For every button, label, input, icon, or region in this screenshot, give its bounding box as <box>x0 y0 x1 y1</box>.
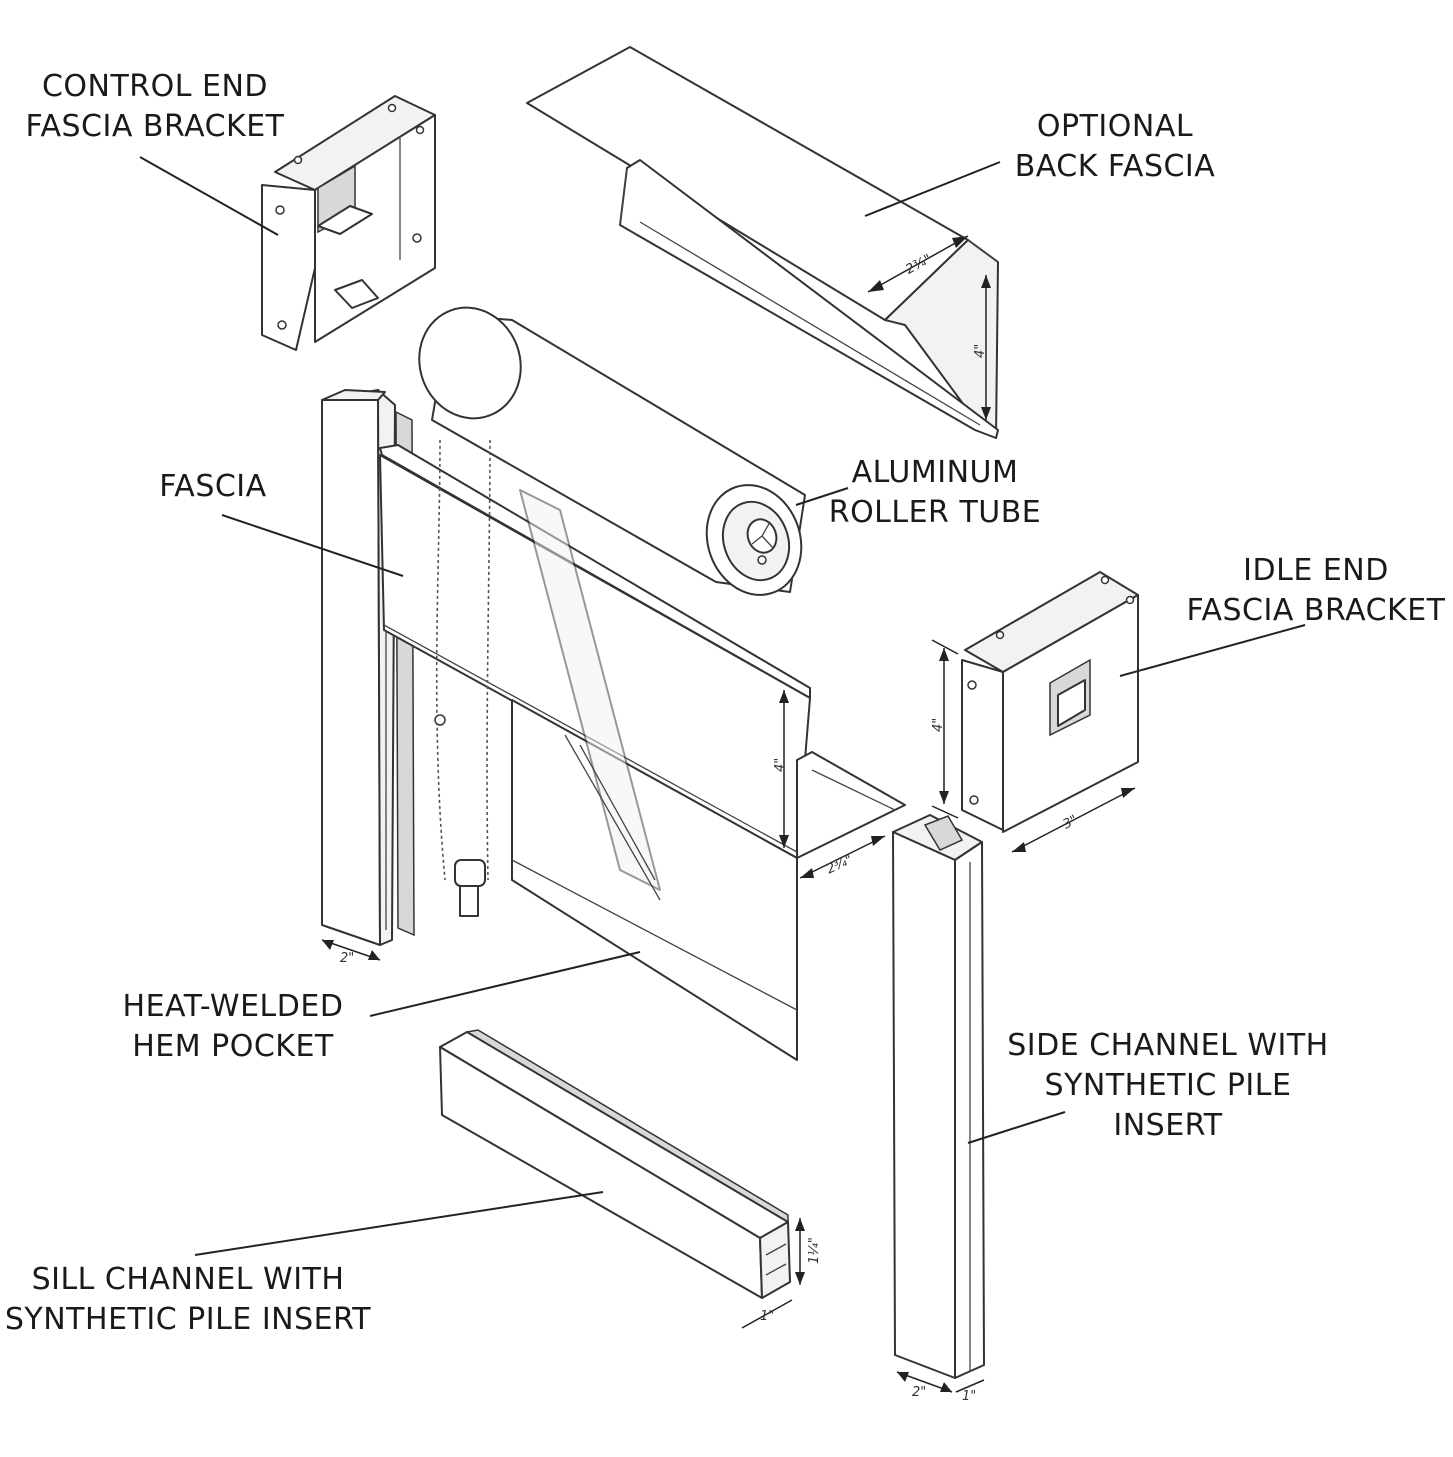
label-line: FASCIA BRACKET <box>1186 593 1445 628</box>
idle-end-bracket: 4" 3" <box>931 571 1139 853</box>
right-side-channel: 2" 1" <box>892 814 985 1404</box>
front-fascia-depth-dim: 2¾" <box>824 852 855 877</box>
label-control-end-bracket: CONTROL END FASCIA BRACKET <box>25 69 284 144</box>
label-back-fascia: OPTIONAL BACK FASCIA <box>1015 109 1216 184</box>
shade-fabric <box>511 489 798 1061</box>
label-line: IDLE END <box>1243 553 1389 588</box>
sill-height-dim: 1¼" <box>807 1237 822 1264</box>
leader-lines <box>139 156 1306 1256</box>
label-line: ALUMINUM <box>852 455 1019 490</box>
label-line: HEM POCKET <box>132 1029 334 1064</box>
back-fascia: 2¾" 4" <box>526 46 999 439</box>
sill-width-dim: 1" <box>760 1309 774 1324</box>
label-line: SIDE CHANNEL WITH <box>1007 1028 1329 1063</box>
roller-tube <box>418 306 806 596</box>
label-side-channel: SIDE CHANNEL WITH SYNTHETIC PILE INSERT <box>1007 1028 1329 1143</box>
idle-bracket-height-dim: 4" <box>931 718 946 732</box>
ball-chain <box>434 439 491 917</box>
label-hem-pocket: HEAT-WELDED HEM POCKET <box>123 989 344 1064</box>
label-idle-end-bracket: IDLE END FASCIA BRACKET <box>1186 553 1445 628</box>
front-fascia-dims: 4" 2¾" <box>773 690 906 879</box>
label-fascia: FASCIA <box>159 469 266 504</box>
control-end-bracket <box>261 95 436 351</box>
label-roller-tube: ALUMINUM ROLLER TUBE <box>829 455 1042 530</box>
label-line: INSERT <box>1113 1108 1222 1143</box>
label-line: BACK FASCIA <box>1015 149 1216 184</box>
label-line: OPTIONAL <box>1037 109 1193 144</box>
label-line: CONTROL END <box>42 69 268 104</box>
label-line: SYNTHETIC PILE INSERT <box>5 1302 371 1337</box>
label-line: HEAT-WELDED <box>123 989 344 1024</box>
label-line: FASCIA <box>159 469 266 504</box>
label-line: SILL CHANNEL WITH <box>32 1262 345 1297</box>
back-fascia-height-dim: 4" <box>973 344 988 358</box>
label-line: FASCIA BRACKET <box>25 109 284 144</box>
idle-bracket-depth-dim: 3" <box>1061 813 1081 833</box>
left-channel-width-dim: 2" <box>340 951 354 966</box>
label-sill-channel: SILL CHANNEL WITH SYNTHETIC PILE INSERT <box>5 1262 371 1337</box>
side-channel-depth-dim: 1" <box>962 1389 976 1404</box>
sill-channel: 1¼" 1" <box>439 1029 822 1329</box>
front-fascia-height-dim: 4" <box>773 758 788 772</box>
side-channel-width-dim: 2" <box>912 1385 926 1400</box>
label-line: SYNTHETIC PILE <box>1045 1068 1292 1103</box>
label-line: ROLLER TUBE <box>829 495 1042 530</box>
